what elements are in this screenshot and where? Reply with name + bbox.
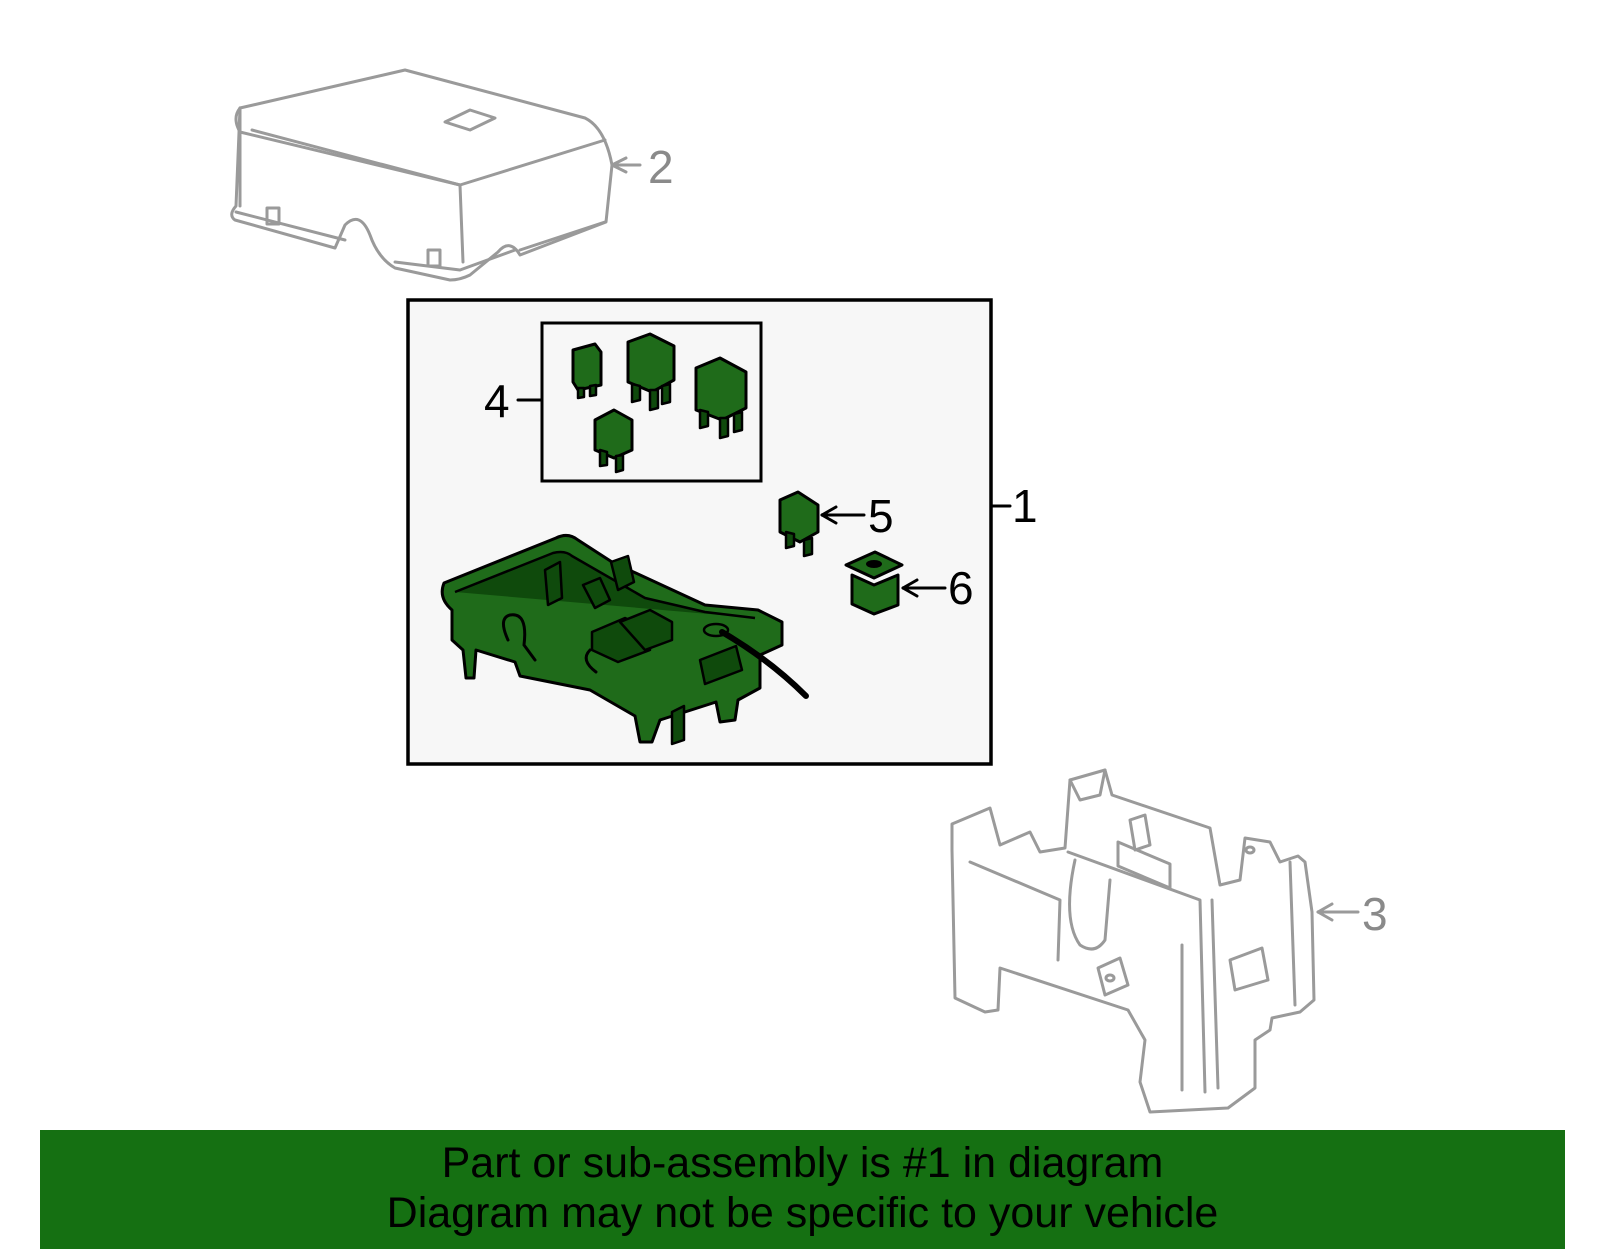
banner-line-1: Part or sub-assembly is #1 in diagram: [441, 1139, 1164, 1187]
part-2-cover[interactable]: [230, 68, 642, 282]
part-3-tray[interactable]: [950, 768, 1360, 1114]
callout-1: 1: [1012, 480, 1038, 532]
part-4-relays[interactable]: [571, 332, 748, 474]
banner-line-2: Diagram may not be specific to your vehi…: [386, 1189, 1219, 1237]
part-5-mini-relay[interactable]: [778, 490, 866, 558]
callout-5: 5: [868, 490, 894, 542]
callout-3: 3: [1362, 888, 1388, 940]
callout-6: 6: [948, 562, 974, 614]
callout-4: 4: [484, 375, 510, 427]
part-1-fuse-block[interactable]: [440, 533, 809, 746]
disclaimer-banner: Part or sub-assembly is #1 in diagram Di…: [40, 1130, 1565, 1249]
part-6-fuse-cap[interactable]: [844, 550, 947, 616]
callout-2: 2: [648, 141, 674, 193]
